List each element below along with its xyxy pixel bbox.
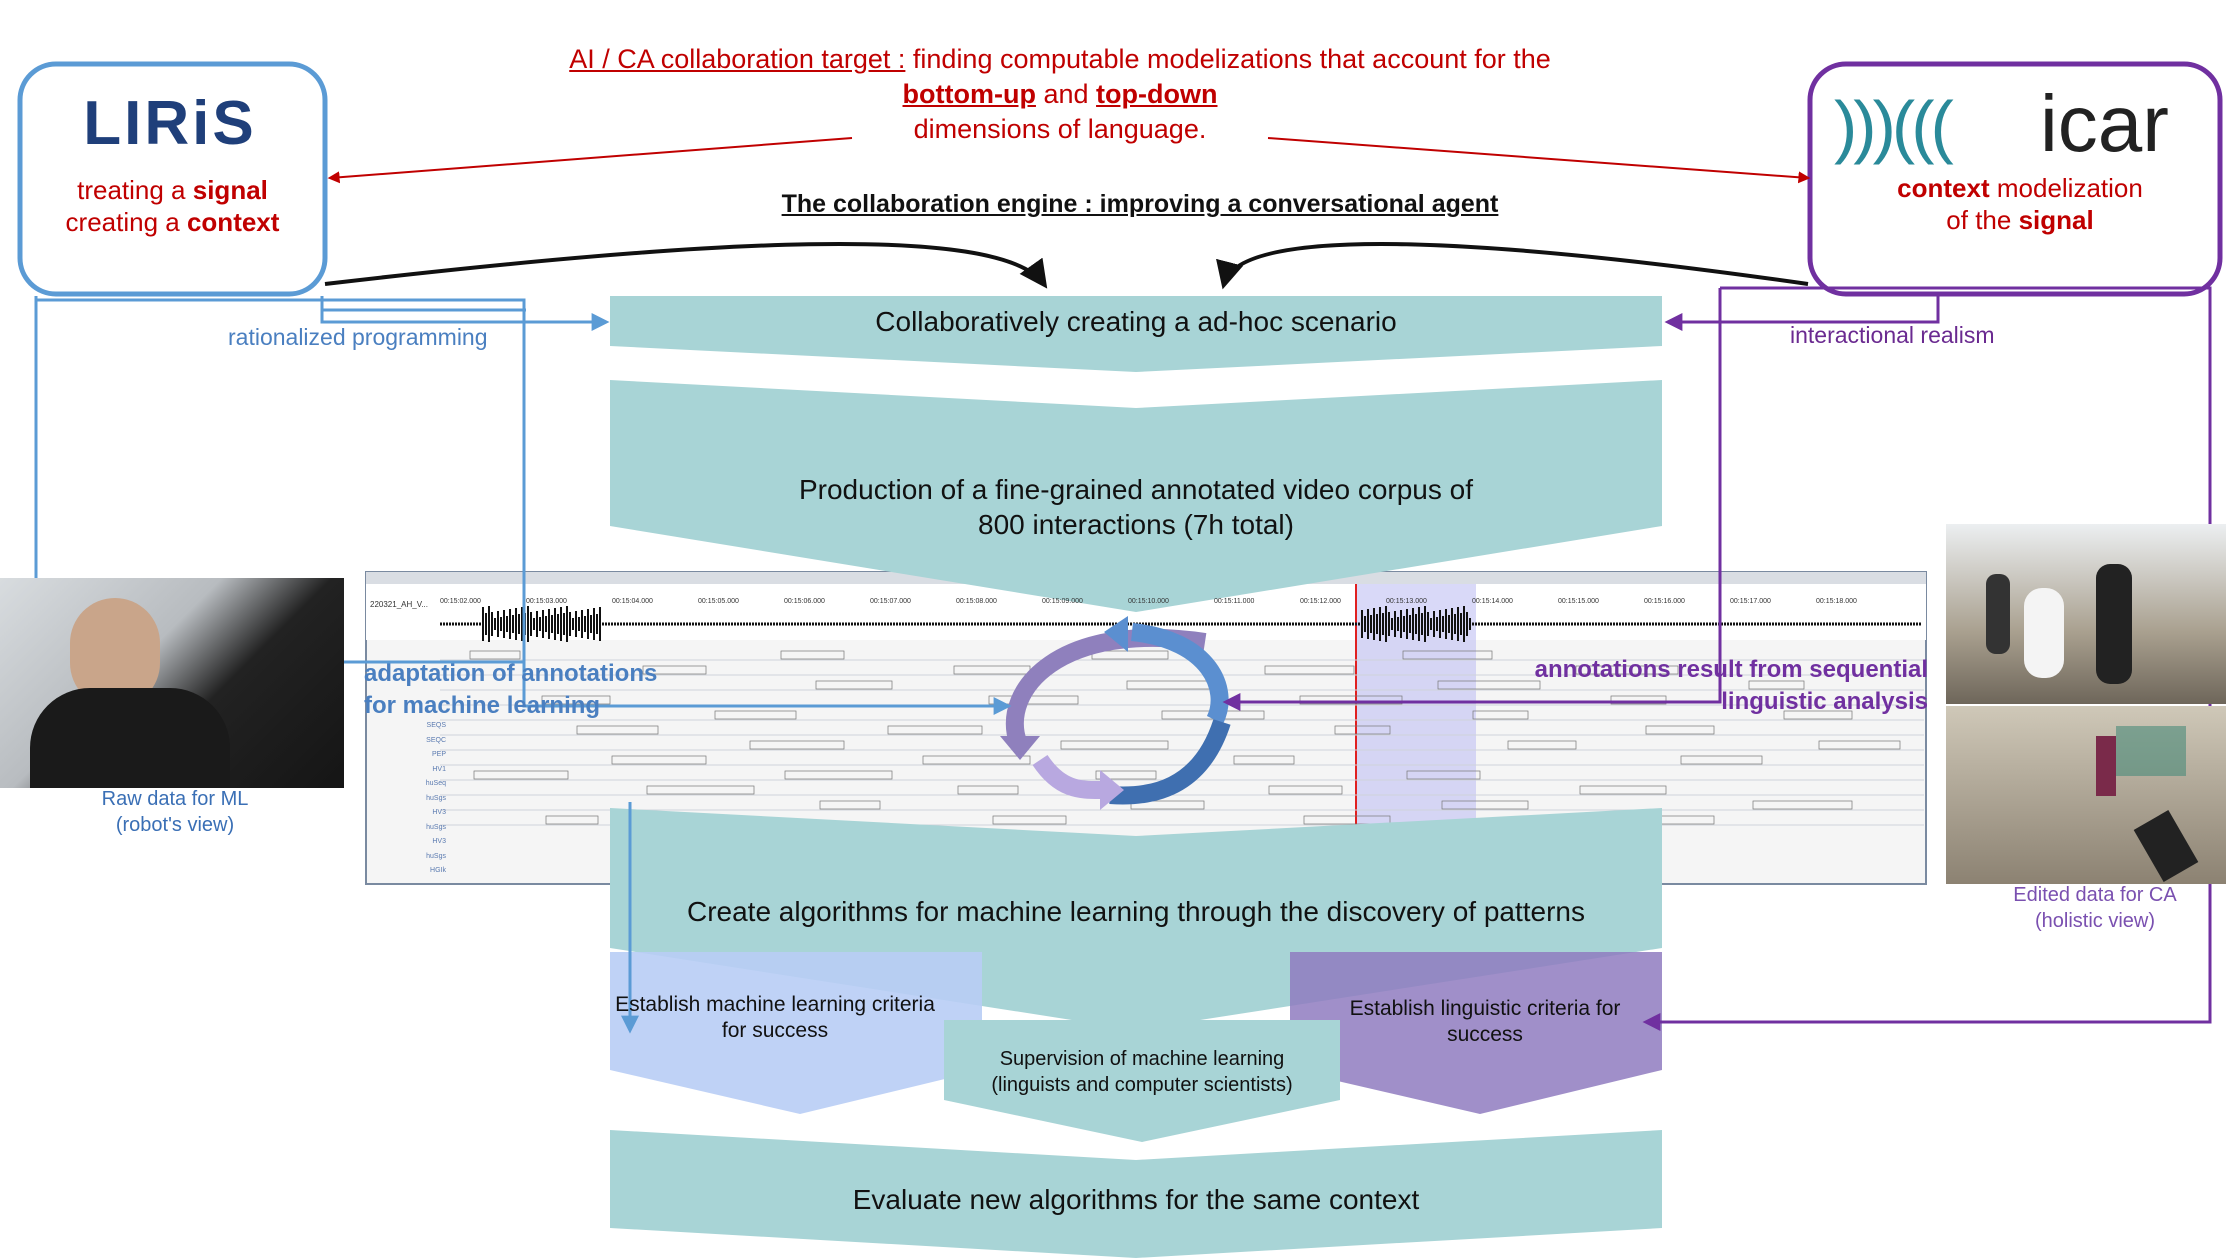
timeline-time-label: 00:15:15.000 [1558, 598, 1599, 605]
raw-data-caption-line2: (robot's view) [115, 814, 235, 836]
timeline-time-label: 00:15:02.000 [440, 598, 481, 605]
step-ling-criteria-line1: Establish linguistic criteria for [1349, 997, 1621, 1020]
timeline-time-label: 00:15:17.000 [1730, 598, 1771, 605]
annotation-left-label: adaptation of annotations for machine le… [364, 658, 657, 722]
step-corpus-shape [610, 380, 1662, 612]
timeline-time-label: 00:15:07.000 [870, 598, 911, 605]
liris-line1-plain: treating a [77, 175, 186, 205]
annotation-right-line2: linguistic analysis [1721, 688, 1928, 715]
and-word: and [1043, 79, 1089, 109]
edited-data-caption-line2: (holistic view) [2034, 910, 2156, 932]
edited-data-caption: Edited data for CA (holistic view) [1960, 882, 2226, 934]
timeline-tier-label: SEQS [426, 722, 446, 729]
cycle-arrows [1000, 616, 1231, 810]
holistic-view-photo-top [1946, 524, 2226, 704]
engine-title: The collaboration engine : improving a c… [781, 190, 1499, 218]
step-supervision-label: Supervision of machine learning (linguis… [944, 1046, 1340, 1098]
raw-data-caption-line1: Raw data for ML [101, 788, 249, 810]
liris-line2-bold: context [186, 207, 280, 237]
liris-side-label: rationalized programming [228, 324, 488, 350]
liris-line1-bold: signal [192, 175, 268, 205]
timeline-file-label: 220321_AH_V... [370, 600, 428, 609]
annotation-right-label: annotations result from sequential lingu… [1520, 654, 1928, 718]
liris-line2-plain: creating a [65, 207, 180, 237]
timeline-time-label: 00:15:09.000 [1042, 598, 1083, 605]
step-ling-criteria-shape [1290, 952, 1662, 1114]
icar-line1-plain: modelization [1996, 173, 2143, 203]
icar-side-label: interactional realism [1790, 322, 1995, 348]
target-label: AI / CA collaboration target : [569, 44, 906, 74]
annotation-left-line1: adaptation of annotations [364, 660, 658, 687]
top-down-label: top-down [1096, 79, 1218, 109]
timeline-tier-label: HV3 [432, 838, 446, 845]
timeline-time-label: 00:15:03.000 [526, 598, 567, 605]
liris-box [17, 61, 328, 297]
icar-line2-plain: of the [1946, 205, 2012, 235]
liris-logo: LIRiS [83, 89, 257, 158]
step-algorithms-label: Create algorithms for machine learning t… [686, 896, 1586, 927]
step-ml-criteria-label: Establish machine learning criteria for … [600, 992, 950, 1044]
timeline-tier-label: huSgs [426, 794, 446, 802]
timeline-time-label: 00:15:18.000 [1816, 598, 1857, 605]
timeline-time-label: 00:15:08.000 [956, 598, 997, 605]
header-text: AI / CA collaboration target : finding c… [420, 42, 1700, 147]
step-supervision-line1: Supervision of machine learning [999, 1048, 1285, 1070]
holistic-view-photo-bottom [1946, 706, 2226, 884]
step-corpus-label: Production of a fine-grained annotated v… [610, 472, 1662, 542]
step-evaluate-label: Evaluate new algorithms for the same con… [852, 1184, 1420, 1215]
edited-data-caption-line1: Edited data for CA [2013, 884, 2177, 906]
timeline-time-label: 00:15:13.000 [1386, 598, 1427, 605]
timeline-tier-label: SEQC [426, 736, 446, 744]
step-scenario-shape [610, 296, 1662, 372]
step-evaluate-shape [610, 1130, 1662, 1258]
robot-view-photo [0, 578, 344, 788]
step-ling-criteria-line2: success [1447, 1023, 1523, 1046]
icar-logo: icar [2040, 79, 2169, 168]
step-ling-criteria-label: Establish linguistic criteria for succes… [1300, 996, 1670, 1048]
timeline-tier-label: huSeq [425, 780, 446, 787]
bottom-up-label: bottom-up [902, 79, 1036, 109]
liris-description: treating a signal creating a context [30, 174, 315, 238]
timeline-time-label: 00:15:06.000 [784, 598, 825, 605]
timeline-tier-label: huSgs [426, 823, 446, 831]
icar-line1-bold: context [1897, 173, 1990, 203]
annotation-right-line1: annotations result from sequential [1534, 656, 1928, 683]
timeline-time-label: 00:15:11.000 [1214, 598, 1255, 605]
timeline-time-label: 00:15:16.000 [1644, 598, 1685, 605]
timeline-time-label: 00:15:05.000 [698, 598, 739, 605]
target-rest: finding computable modelizations that ac… [912, 44, 1551, 74]
timeline-time-label: 00:15:14.000 [1472, 598, 1513, 605]
icar-description: context modelization of the signal [1830, 172, 2210, 236]
timeline-tier-label: HGIk [430, 867, 446, 874]
timeline-time-label: 00:15:12.000 [1300, 598, 1341, 605]
step-ml-criteria-line2: for success [721, 1019, 829, 1042]
raw-data-caption: Raw data for ML (robot's view) [40, 786, 310, 838]
step-supervision-line2: (linguists and computer scientists) [991, 1074, 1293, 1096]
timeline-tier-label: PEP [431, 751, 446, 758]
step-scenario-label: Collaboratively creating a ad-hoc scenar… [875, 306, 1397, 337]
step-supervision-shape [944, 1020, 1340, 1142]
timeline-time-ruler: 00:15:02.000 00:15:03.000 00:15:04.000 00:1… [440, 598, 1920, 610]
step-ml-criteria-shape [610, 952, 982, 1114]
dimensions-label: dimensions of language. [913, 114, 1207, 144]
timeline-tier-label: huSgs [426, 852, 446, 860]
timeline-time-label: 00:15:10.000 [1128, 598, 1169, 605]
icar-wave-icon: )))((( [1834, 87, 1954, 165]
timeline-tier-label: HV1 [432, 765, 446, 773]
timeline-tier-label: HV3 [432, 809, 446, 816]
icar-line2-bold: signal [2018, 205, 2094, 235]
annotation-left-line2: for machine learning [364, 692, 601, 719]
timeline-time-label: 00:15:04.000 [612, 598, 653, 605]
step-ml-criteria-line1: Establish machine learning criteria [615, 993, 935, 1016]
step-corpus-line2: 800 interactions (7h total) [978, 509, 1294, 540]
step-corpus-line1: Production of a fine-grained annotated v… [798, 474, 1473, 505]
